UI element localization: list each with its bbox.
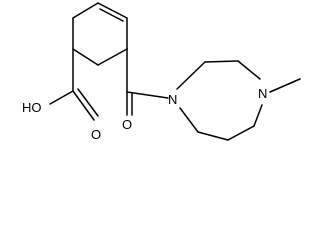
ring-bond bbox=[204, 60, 239, 63]
ring-bond bbox=[253, 104, 263, 127]
n-methyl-bond bbox=[269, 78, 301, 93]
ring-bond bbox=[176, 61, 206, 90]
hydroxyl-label: HO bbox=[22, 100, 42, 115]
ring-bond bbox=[72, 2, 99, 19]
carboxylic-acid-group: HO O bbox=[22, 48, 101, 142]
diazepane-ring: N N bbox=[168, 60, 301, 141]
amide-nitrogen-label: N bbox=[168, 92, 177, 107]
acid-c-oh-bond bbox=[49, 90, 74, 105]
ring-double-bond bbox=[97, 2, 128, 19]
amide-oxygen-label: O bbox=[122, 117, 132, 132]
ring-bond bbox=[72, 48, 99, 66]
amide-group: O bbox=[122, 48, 169, 132]
acid-c-o-double-bond bbox=[72, 90, 95, 121]
amide-c-n-bond bbox=[126, 91, 169, 99]
cyclohexene-ring bbox=[72, 2, 128, 66]
ring-bond bbox=[227, 125, 255, 141]
ring-bond bbox=[197, 131, 229, 141]
acid-oxygen-label: O bbox=[91, 127, 101, 142]
chemical-structure: HO O O N N bbox=[22, 2, 301, 142]
ring-double-bond-inner bbox=[99, 8, 124, 22]
ring-bond bbox=[179, 107, 199, 133]
ring-bond bbox=[97, 48, 128, 66]
acid-c-o-double-bond-inner bbox=[77, 88, 99, 117]
methyl-nitrogen-label: N bbox=[258, 86, 267, 101]
ring-bond bbox=[237, 60, 261, 80]
